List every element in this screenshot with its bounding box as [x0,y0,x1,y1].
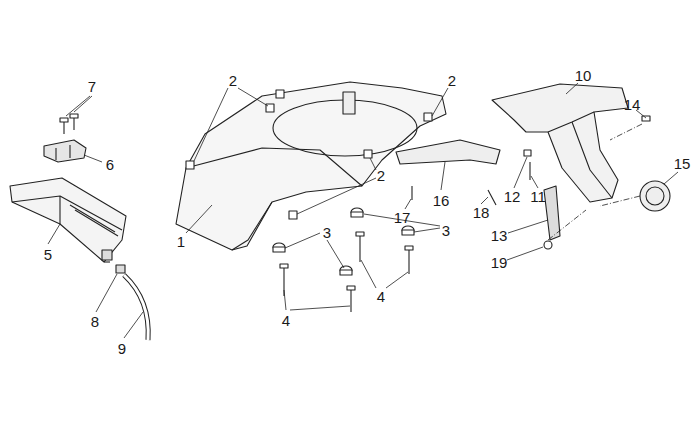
callout-number: 17 [394,210,411,225]
bracket-part [44,140,86,162]
clip-part [186,90,432,219]
callout-number: 8 [91,314,99,329]
callout-number: 18 [473,205,490,220]
callout-number: 3 [442,223,450,238]
grommet-part [273,208,414,275]
callout-number: 7 [88,79,96,94]
fender-part [176,82,446,250]
screw-part [280,232,413,312]
callout-number: 6 [106,157,114,172]
callout-number: 10 [575,68,592,83]
fitting-part [116,265,125,273]
callout-number: 19 [491,255,508,270]
callout-number: 16 [433,193,450,208]
screw-part [411,186,412,200]
screw-part [60,114,78,134]
callout-number: 2 [377,168,385,183]
strip-part [544,186,560,240]
callout-number: 11 [530,189,546,204]
reflector-part [640,181,670,211]
callout-number: 13 [491,228,508,243]
callout-number: 15 [674,156,691,171]
plate-holder-part [492,84,628,202]
callout-number: 2 [229,73,237,88]
callout-number: 4 [282,313,290,328]
bracket-part [396,140,500,164]
callout-number: 5 [44,247,52,262]
callout-number: 14 [624,97,641,112]
leader-line [48,83,678,338]
callout-number: 12 [504,189,521,204]
screw-part [529,162,530,180]
callout-number: 1 [177,234,185,249]
callout-number: 3 [323,225,331,240]
nut-part [544,241,552,249]
callout-number: 2 [448,73,456,88]
alignment-line [548,124,642,240]
screw-part [488,190,496,205]
hose-part [124,275,148,340]
screw-part [642,116,650,121]
nut-part [524,150,531,156]
tray-part [10,178,126,262]
callout-number: 4 [377,289,385,304]
callout-number: 9 [118,341,126,356]
